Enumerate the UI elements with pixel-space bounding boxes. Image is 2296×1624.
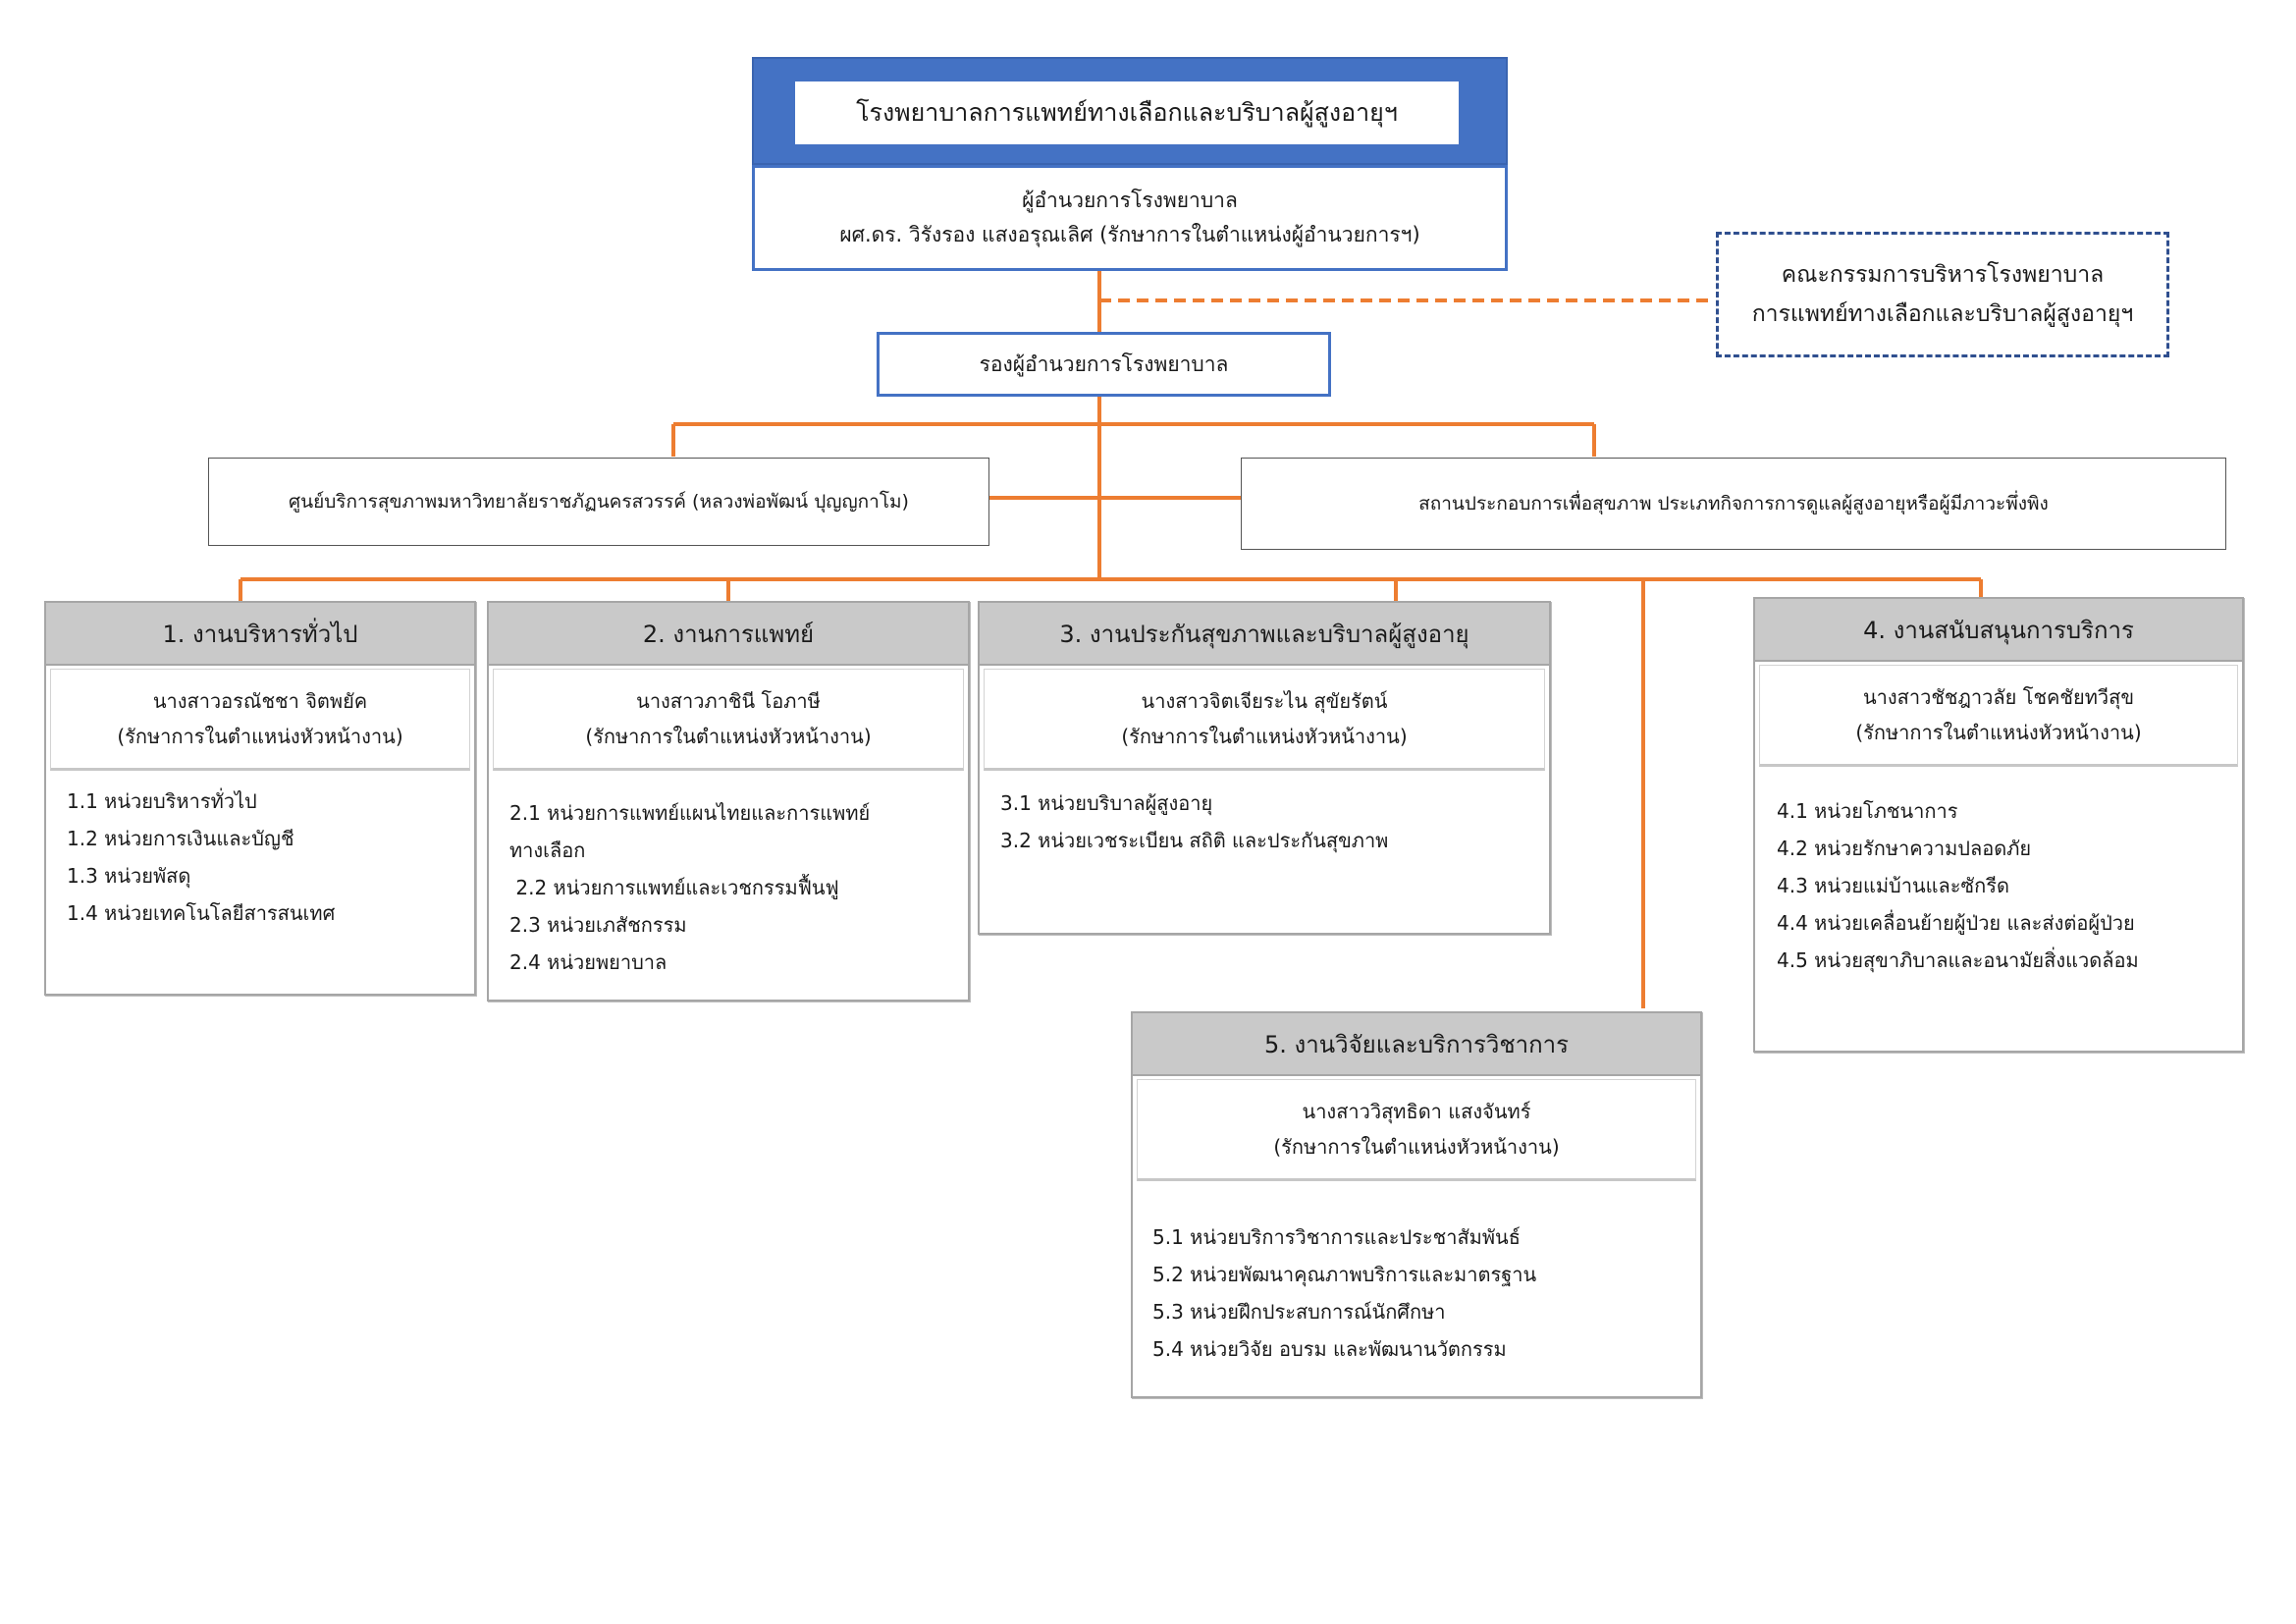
- deputy-director-box: รองผู้อำนวยการโรงพยาบาล: [877, 332, 1331, 397]
- department-card-4: 4. งานสนับสนุนการบริการ นางสาวชัชฎาวลัย …: [1753, 597, 2244, 1053]
- unit-item: 2.3 หน่วยเภสัชกรรม: [509, 913, 687, 937]
- department-2-head-name: นางสาวภาชินี โอภาษี: [636, 689, 821, 713]
- department-1-units: 1.1 หน่วยบริหารทั่วไป 1.2 หน่วยการเงินแล…: [46, 771, 474, 932]
- department-1-title: 1. งานบริหารทั่วไป: [46, 603, 474, 666]
- unit-item: 2.2 หน่วยการแพทย์และเวชกรรมฟื้นฟู: [509, 876, 839, 899]
- unit-item: 2.1 หน่วยการแพทย์แผนไทยและการแพทย์: [509, 801, 871, 825]
- unit-item: 1.2 หน่วยการเงินและบัญชี: [67, 827, 294, 850]
- unit-item: 5.4 หน่วยวิจัย อบรม และพัฒนานวัตกรรม: [1152, 1337, 1507, 1361]
- hospital-name: โรงพยาบาลการแพทย์ทางเลือกและบริบาลผู้สูง…: [795, 81, 1459, 144]
- department-2-head-role: (รักษาการในตำแหน่งหัวหน้างาน): [585, 725, 872, 748]
- director-title: ผู้อำนวยการโรงพยาบาล: [1022, 189, 1238, 213]
- health-service-center-box: ศูนย์บริการสุขภาพมหาวิทยาลัยราชภัฏนครสวร…: [208, 458, 989, 546]
- department-4-head: นางสาวชัชฎาวลัย โชคชัยทวีสุข (รักษาการใน…: [1759, 665, 2238, 767]
- department-2-head: นางสาวภาชินี โอภาษี (รักษาการในตำแหน่งหั…: [493, 669, 964, 771]
- department-2-units: 2.1 หน่วยการแพทย์แผนไทยและการแพทย์ ทางเล…: [489, 771, 968, 981]
- department-3-title: 3. งานประกันสุขภาพและบริบาลผู้สูงอายุ: [980, 603, 1549, 666]
- unit-item: 3.2 หน่วยเวชระเบียน สถิติ และประกันสุขภา…: [1000, 829, 1389, 852]
- committee-line-2: การแพทย์ทางเลือกและบริบาลผู้สูงอายุฯ: [1751, 301, 2134, 327]
- department-card-1: 1. งานบริหารทั่วไป นางสาวอรณัชชา จิตพยัค…: [44, 601, 476, 996]
- department-1-head-role: (รักษาการในตำแหน่งหัวหน้างาน): [117, 725, 403, 748]
- department-5-title: 5. งานวิจัยและบริการวิชาการ: [1133, 1013, 1700, 1076]
- committee-box: คณะกรรมการบริหารโรงพยาบาล การแพทย์ทางเลื…: [1716, 232, 2169, 357]
- department-5-head: นางสาววิสุทธิดา แสงจันทร์ (รักษาการในตำแ…: [1137, 1079, 1696, 1181]
- director-box: ผู้อำนวยการโรงพยาบาล ผศ.ดร. วิรังรอง แสง…: [752, 165, 1508, 271]
- unit-item: 5.2 หน่วยพัฒนาคุณภาพบริการและมาตรฐาน: [1152, 1263, 1537, 1286]
- department-4-units: 4.1 หน่วยโภชนาการ 4.2 หน่วยรักษาความปลอด…: [1755, 767, 2242, 979]
- unit-item: 1.3 หน่วยพัสดุ: [67, 864, 191, 888]
- department-5-units: 5.1 หน่วยบริการวิชาการและประชาสัมพันธ์ 5…: [1133, 1181, 1700, 1368]
- wellness-establishment-box: สถานประกอบการเพื่อสุขภาพ ประเภทกิจการการ…: [1241, 458, 2226, 550]
- unit-item: 4.4 หน่วยเคลื่อนย้ายผู้ป่วย และส่งต่อผู้…: [1777, 911, 2135, 935]
- department-4-head-name: นางสาวชัชฎาวลัย โชคชัยทวีสุข: [1863, 685, 2134, 709]
- unit-item: 4.3 หน่วยแม่บ้านและซักรีด: [1777, 874, 2009, 897]
- department-4-title: 4. งานสนับสนุนการบริการ: [1755, 599, 2242, 662]
- unit-item: 2.4 หน่วยพยาบาล: [509, 950, 667, 974]
- unit-item: 5.3 หน่วยฝึกประสบการณ์นักศึกษา: [1152, 1300, 1446, 1324]
- department-card-5: 5. งานวิจัยและบริการวิชาการ นางสาววิสุทธ…: [1131, 1011, 1702, 1398]
- department-5-head-role: (รักษาการในตำแหน่งหัวหน้างาน): [1273, 1135, 1560, 1159]
- health-service-center-label: ศูนย์บริการสุขภาพมหาวิทยาลัยราชภัฏนครสวร…: [289, 491, 909, 513]
- department-card-3: 3. งานประกันสุขภาพและบริบาลผู้สูงอายุ นา…: [978, 601, 1551, 935]
- department-5-head-name: นางสาววิสุทธิดา แสงจันทร์: [1302, 1100, 1531, 1123]
- unit-item: 1.4 หน่วยเทคโนโลยีสารสนเทศ: [67, 901, 336, 925]
- unit-item: 4.5 หน่วยสุขาภิบาลและอนามัยสิ่งแวดล้อม: [1777, 948, 2139, 972]
- unit-item: 4.2 หน่วยรักษาความปลอดภัย: [1777, 837, 2032, 860]
- department-3-head-role: (รักษาการในตำแหน่งหัวหน้างาน): [1121, 725, 1408, 748]
- department-3-units: 3.1 หน่วยบริบาลผู้สูงอายุ 3.2 หน่วยเวชระ…: [980, 771, 1549, 859]
- department-2-title: 2. งานการแพทย์: [489, 603, 968, 666]
- department-1-head: นางสาวอรณัชชา จิตพยัค (รักษาการในตำแหน่ง…: [50, 669, 470, 771]
- department-4-head-role: (รักษาการในตำแหน่งหัวหน้างาน): [1855, 721, 2142, 744]
- department-3-head-name: นางสาวจิตเจียระไน สุขัยรัตน์: [1141, 689, 1388, 713]
- committee-line-1: คณะกรรมการบริหารโรงพยาบาล: [1781, 261, 2105, 288]
- department-card-2: 2. งานการแพทย์ นางสาวภาชินี โอภาษี (รักษ…: [487, 601, 970, 1001]
- unit-item: 3.1 หน่วยบริบาลผู้สูงอายุ: [1000, 791, 1213, 815]
- hospital-name-text: โรงพยาบาลการแพทย์ทางเลือกและบริบาลผู้สูง…: [856, 98, 1398, 127]
- unit-item: 4.1 หน่วยโภชนาการ: [1777, 799, 1958, 823]
- deputy-director-title: รองผู้อำนวยการโรงพยาบาล: [979, 352, 1229, 376]
- hospital-header-band: โรงพยาบาลการแพทย์ทางเลือกและบริบาลผู้สูง…: [752, 57, 1508, 165]
- unit-item: 5.1 หน่วยบริการวิชาการและประชาสัมพันธ์: [1152, 1225, 1521, 1249]
- unit-item: ทางเลือก: [509, 839, 586, 862]
- unit-item: 1.1 หน่วยบริหารทั่วไป: [67, 789, 257, 813]
- wellness-establishment-label: สถานประกอบการเพื่อสุขภาพ ประเภทกิจการการ…: [1418, 493, 2049, 514]
- director-name: ผศ.ดร. วิรังรอง แสงอรุณเลิศ (รักษาการในต…: [839, 223, 1420, 246]
- department-1-head-name: นางสาวอรณัชชา จิตพยัค: [152, 689, 368, 713]
- department-3-head: นางสาวจิตเจียระไน สุขัยรัตน์ (รักษาการใน…: [984, 669, 1545, 771]
